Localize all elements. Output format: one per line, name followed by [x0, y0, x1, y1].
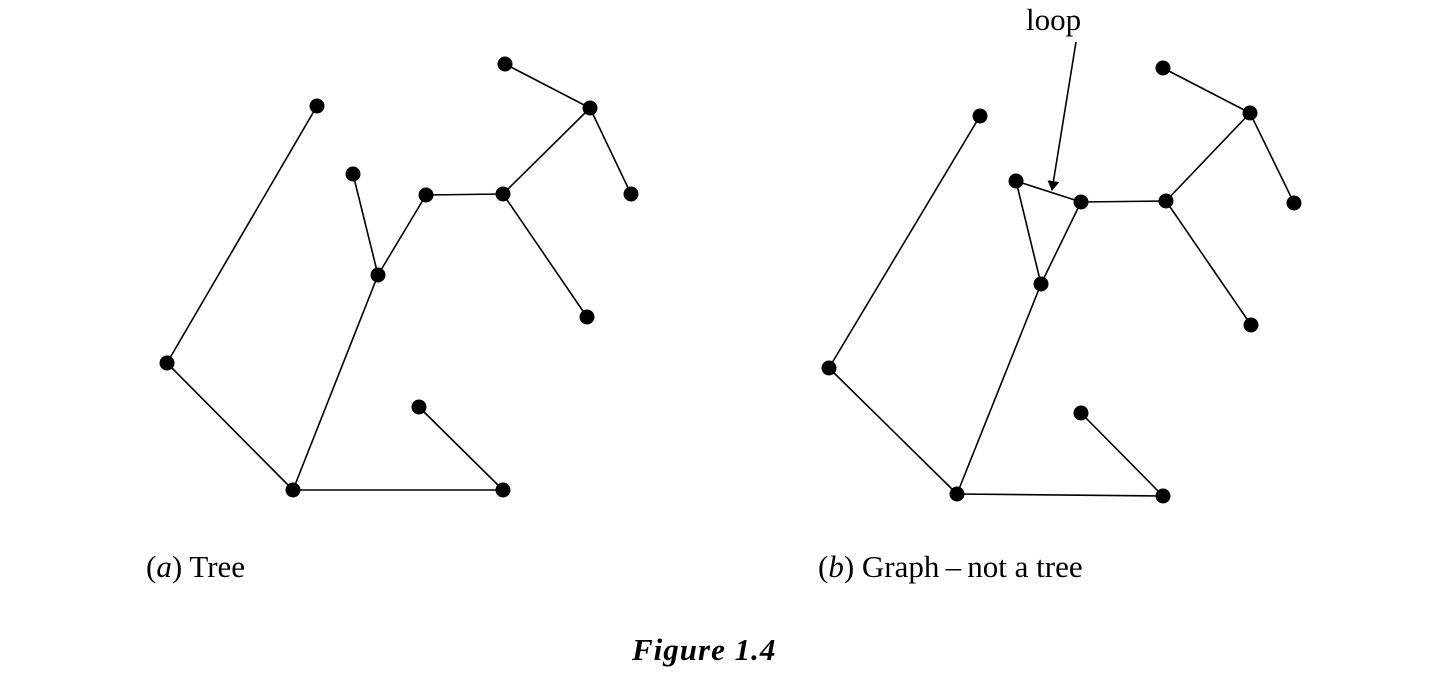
node-a-10 [582, 100, 598, 116]
node-a-5 [370, 267, 386, 283]
figure-label: Figure 1.4 [632, 632, 777, 667]
node-a-1 [159, 355, 175, 371]
edge-a-6 [377, 194, 427, 276]
node-b-4 [1073, 405, 1089, 421]
node-a-2 [285, 482, 301, 498]
edge-b-8 [1080, 200, 1167, 203]
caption-a-letter: a [156, 549, 172, 584]
node-a-6 [345, 166, 361, 182]
caption-a-tree: (a) Tree [146, 549, 246, 584]
node-a-11 [497, 56, 513, 72]
edge-b-5 [1015, 180, 1042, 285]
edge-b-6 [1040, 201, 1082, 285]
edge-b-2 [956, 493, 1164, 497]
node-b-3 [1155, 488, 1171, 504]
edge-b-1 [828, 367, 958, 495]
caption-b-letter: b [828, 549, 844, 584]
caption-b-text: Graph – not a tree [861, 549, 1083, 584]
edge-a-1 [166, 362, 294, 491]
node-b-6 [1008, 173, 1024, 189]
edge-a-4 [292, 274, 379, 491]
graph-b [821, 60, 1302, 504]
edge-a-3 [418, 406, 504, 491]
node-b-7 [1073, 194, 1089, 210]
node-b-8 [1158, 193, 1174, 209]
edge-a-5 [352, 173, 379, 276]
node-b-5 [1033, 276, 1049, 292]
edge-b-0 [828, 115, 981, 369]
loop-label: loop [1026, 2, 1082, 37]
edge-a-7 [425, 193, 504, 196]
edge-a-9 [502, 107, 591, 195]
node-a-0 [309, 98, 325, 114]
node-b-0 [972, 108, 988, 124]
node-a-12 [623, 186, 639, 202]
caption-a-text: Tree [189, 549, 246, 584]
edge-a-11 [589, 107, 632, 195]
edge-a-8 [502, 193, 588, 318]
node-b-9 [1243, 317, 1259, 333]
edge-b-4 [956, 283, 1042, 495]
node-b-1 [821, 360, 837, 376]
edge-b-11 [1162, 67, 1251, 114]
loop-arrow [1047, 41, 1077, 191]
graph-layer [159, 56, 1302, 504]
edge-b-9 [1165, 200, 1252, 326]
caption-b-graph: (b) Graph – not a tree [818, 549, 1083, 584]
node-a-8 [495, 186, 511, 202]
node-a-4 [411, 399, 427, 415]
node-a-9 [579, 309, 595, 325]
edge-b-7 [1015, 180, 1082, 203]
graph-a [159, 56, 639, 498]
node-b-12 [1286, 195, 1302, 211]
node-b-11 [1155, 60, 1171, 76]
edge-a-0 [166, 105, 318, 364]
edge-b-3 [1080, 412, 1164, 497]
node-b-2 [949, 486, 965, 502]
edge-a-10 [504, 63, 591, 109]
node-a-3 [495, 482, 511, 498]
edge-b-10 [1165, 112, 1251, 202]
node-a-7 [418, 187, 434, 203]
edge-b-12 [1249, 112, 1295, 204]
node-b-10 [1242, 105, 1258, 121]
